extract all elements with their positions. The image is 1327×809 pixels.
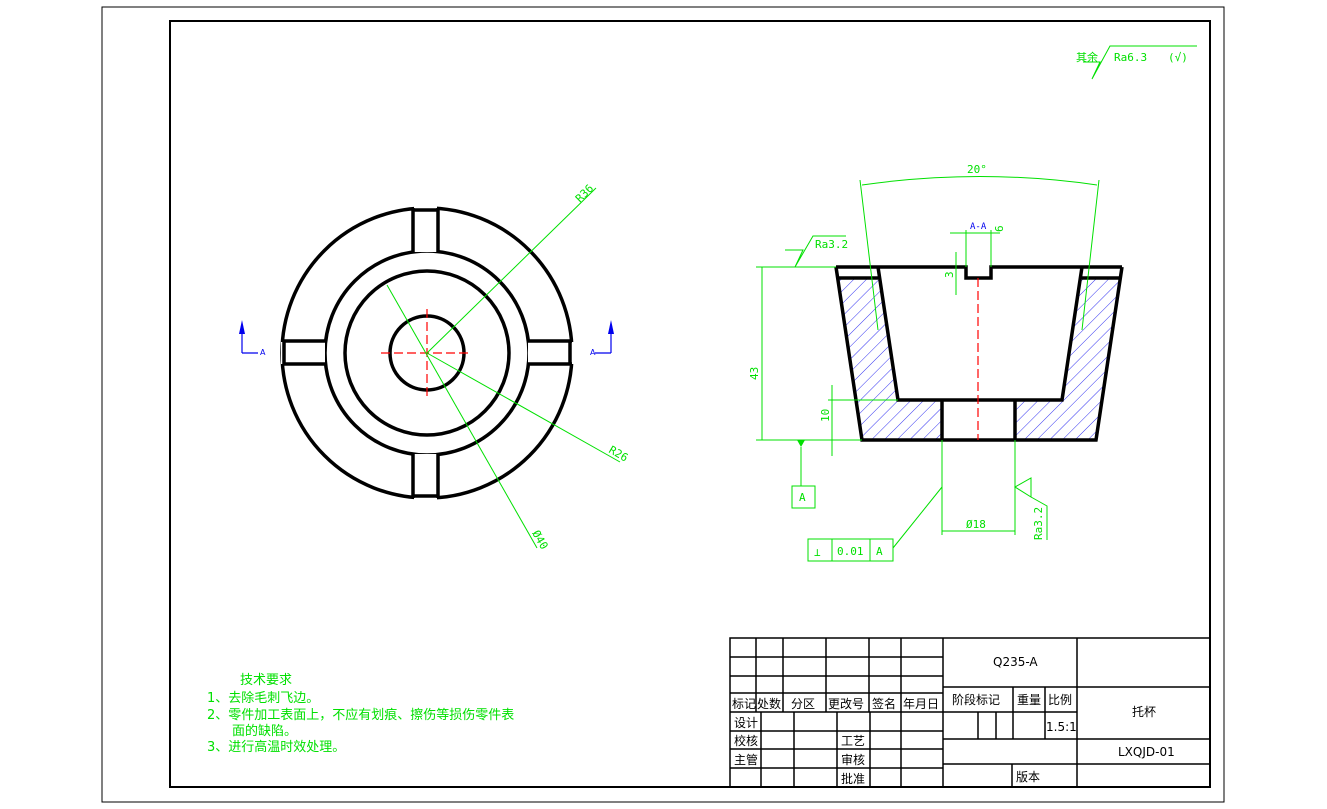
svg-text:校核: 校核	[734, 733, 758, 748]
perpendicularity-icon: ⊥	[814, 546, 821, 559]
r26-dim-line	[426, 352, 621, 463]
roughness-hole-icon	[1014, 477, 1048, 540]
svg-text:20°: 20°	[967, 163, 987, 176]
d40-label: Ø40	[529, 528, 550, 552]
svg-text:A: A	[590, 348, 596, 357]
angle-dim	[859, 176, 1100, 331]
svg-text:3、进行高温时效处理。: 3、进行高温时效处理。	[207, 739, 345, 755]
roughness-symbol-icon	[1083, 45, 1197, 80]
svg-text:A: A	[260, 348, 266, 357]
r26-label: R26	[607, 443, 631, 464]
section-title: A-A	[970, 222, 987, 232]
svg-text:批准: 批准	[841, 771, 865, 786]
svg-text:Ø18: Ø18	[966, 518, 986, 531]
svg-text:工艺: 工艺	[841, 734, 865, 748]
svg-text:0.01: 0.01	[837, 545, 864, 558]
svg-text:设计: 设计	[734, 716, 758, 730]
svg-text:43: 43	[748, 367, 761, 380]
svg-text:Ra3.2: Ra3.2	[815, 238, 848, 251]
d40-dim-line	[386, 284, 538, 549]
svg-text:主管: 主管	[734, 752, 758, 767]
roughness-value: Ra6.3	[1114, 51, 1147, 64]
bottom-dim	[828, 385, 898, 456]
svg-text:比例: 比例	[1048, 693, 1072, 707]
section-arrow-left: A	[239, 320, 266, 357]
svg-text:版本: 版本	[1016, 770, 1040, 784]
svg-text:1、去除毛刺飞边。: 1、去除毛刺飞边。	[207, 691, 319, 706]
part-name: 托杯	[1132, 705, 1156, 719]
inner-circle	[343, 269, 511, 437]
front-view: R36 R26 Ø40 A A	[239, 182, 630, 552]
hatch-left	[838, 278, 942, 440]
drawing-frame	[169, 20, 1211, 788]
svg-text:年月日: 年月日	[903, 697, 939, 711]
svg-text:A: A	[799, 491, 806, 504]
svg-text:10: 10	[819, 409, 832, 422]
tech-title: 技术要求	[240, 673, 292, 688]
svg-text:更改号: 更改号	[828, 697, 864, 711]
slots	[281, 206, 574, 500]
svg-text:A: A	[876, 545, 883, 558]
svg-text:3: 3	[943, 271, 956, 278]
tolerance-leader	[892, 486, 943, 549]
svg-text:分区: 分区	[791, 697, 815, 711]
svg-text:签名: 签名	[872, 696, 896, 711]
roughness-suffix: (√)	[1168, 51, 1188, 64]
tech-requirements: 技术要求 1、去除毛刺飞边。 2、零件加工表面上，不应有划痕、擦伤等损伤零件表 …	[207, 673, 514, 755]
scale: 1.5:1	[1046, 720, 1077, 734]
height-dim	[756, 266, 862, 441]
svg-text:标记: 标记	[732, 697, 756, 711]
svg-text:阶段标记: 阶段标记	[952, 692, 1000, 707]
svg-text:审核: 审核	[841, 752, 865, 767]
slot-width-dim	[950, 230, 1000, 267]
datum-box	[791, 485, 816, 509]
tolerance-frame: ⊥ 0.01 A	[807, 538, 894, 562]
svg-text:Ra3.2: Ra3.2	[1032, 507, 1045, 540]
svg-text:处数: 处数	[757, 696, 781, 711]
title-block	[729, 637, 1211, 788]
drawing-number: LXQJD-01	[1118, 745, 1175, 759]
hatch-right	[1015, 278, 1120, 440]
svg-text:2、零件加工表面上，不应有划痕、擦伤等损伤零件表: 2、零件加工表面上，不应有划痕、擦伤等损伤零件表	[207, 707, 514, 723]
svg-text:重量: 重量	[1017, 693, 1041, 707]
sheet-border	[101, 6, 1225, 803]
section-view: A-A 6 3 20° 43 10 Ra3.2 A Ø18 Ra3.2 ⊥ 0.…	[748, 163, 1124, 562]
roughness-top-icon	[785, 235, 846, 268]
r36-label: R36	[573, 182, 596, 205]
title-block-text: 标记 处数 分区 更改号 签名 年月日 设计 校核 主管 工艺 审核 批准 Q2…	[732, 655, 1175, 786]
roughness-prefix: 其余	[1076, 50, 1098, 64]
material: Q235-A	[993, 655, 1038, 669]
svg-text:6: 6	[993, 225, 1006, 232]
r36-dim-line	[426, 187, 597, 354]
general-roughness: 其余 Ra6.3 (√)	[1076, 45, 1197, 80]
svg-text:面的缺陷。: 面的缺陷。	[232, 723, 297, 739]
section-arrow-right: A	[590, 320, 614, 357]
